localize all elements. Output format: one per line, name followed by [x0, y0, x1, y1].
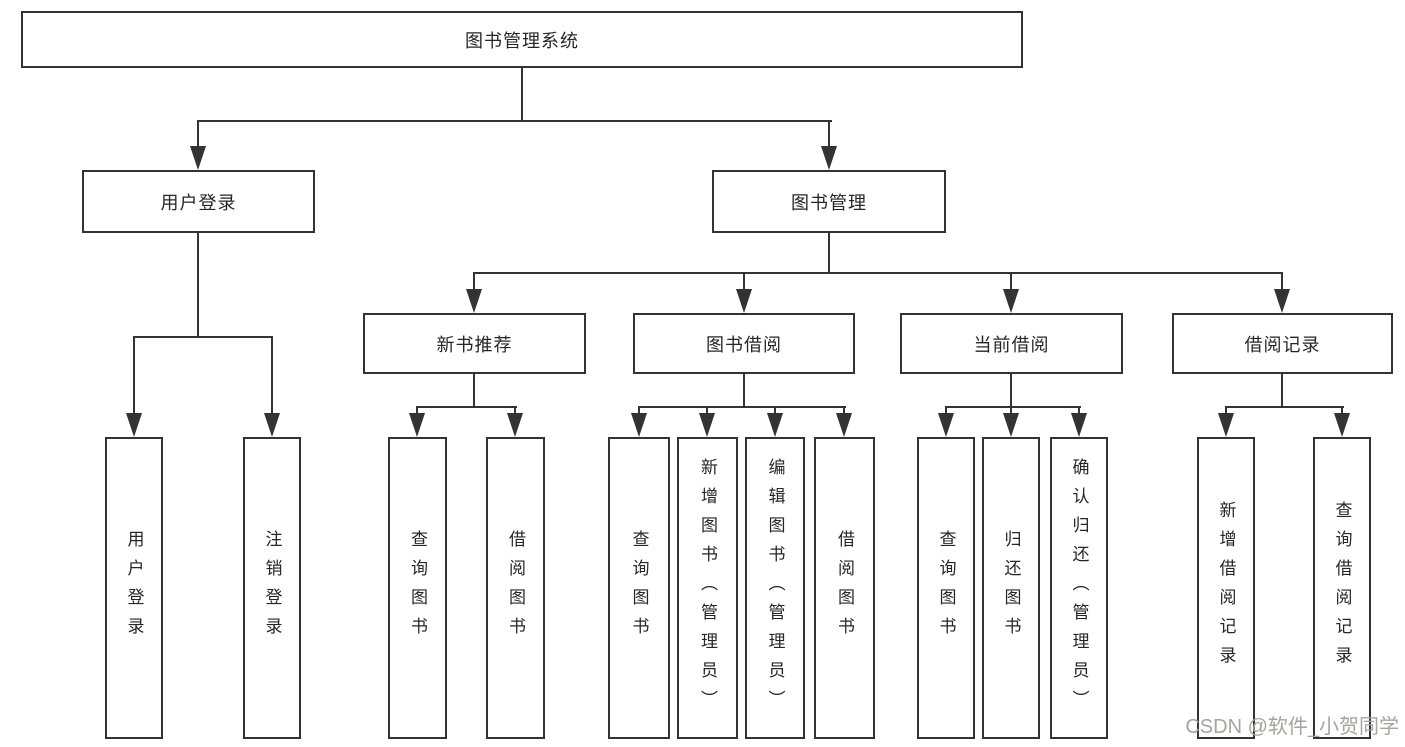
arrowhead [1274, 289, 1290, 313]
node-label: 图书借阅 [706, 334, 782, 355]
connector-leaf-stem [1225, 406, 1227, 415]
node-label: 新书推荐 [436, 334, 513, 355]
connector-l3-stem [1010, 272, 1012, 291]
connector-leaf-stem [271, 336, 273, 415]
node-book-borrow: 图书借阅 [633, 313, 855, 374]
connector-records-drop [1281, 374, 1283, 408]
node-label: 查询图书 [629, 530, 649, 646]
connector-l3-stem [473, 272, 475, 291]
leaf-edit-book-admin: 编辑图书（管理员） [745, 437, 805, 739]
connector-leaf-stem [1010, 406, 1012, 415]
node-label: 用户登录 [124, 530, 144, 646]
leaf-logout: 注销登录 [243, 437, 301, 739]
connector-leaf-stem [706, 406, 708, 415]
node-label: 查询图书 [936, 530, 956, 646]
node-label: 新增图书（管理员） [698, 457, 717, 719]
connector-root-drop [521, 68, 523, 122]
node-user-login: 用户登录 [82, 170, 315, 233]
arrowhead [264, 413, 280, 437]
arrowhead [507, 413, 523, 437]
connector-leaf-stem [1078, 406, 1080, 415]
node-label: 图书管理 [791, 192, 867, 213]
arrowhead [1218, 413, 1234, 437]
arrowhead [190, 146, 206, 170]
arrowhead [409, 413, 425, 437]
leaf-add-book-admin: 新增图书（管理员） [677, 437, 738, 739]
node-book-management: 图书管理 [712, 170, 946, 233]
connector-login-bar [133, 336, 273, 338]
node-label: 图书管理系统 [465, 30, 579, 51]
arrowhead [466, 289, 482, 313]
connector-current-bar [945, 406, 1081, 408]
arrowhead [736, 289, 752, 313]
leaf-return-book: 归还图书 [982, 437, 1040, 739]
connector-leaf-stem [514, 406, 516, 415]
connector-leaf-stem [416, 406, 418, 415]
node-new-book-recommend: 新书推荐 [363, 313, 586, 374]
node-root-system: 图书管理系统 [21, 11, 1023, 68]
connector-leaf-stem [774, 406, 776, 415]
leaf-borrow-book-recommend: 借阅图书 [486, 437, 545, 739]
node-borrow-records: 借阅记录 [1172, 313, 1393, 374]
leaf-borrow-book: 借阅图书 [814, 437, 875, 739]
leaf-query-book-recommend: 查询图书 [388, 437, 447, 739]
node-label: 新增借阅记录 [1216, 501, 1236, 675]
node-label: 注销登录 [262, 530, 282, 646]
node-label: 查询借阅记录 [1332, 501, 1352, 675]
connector-records-bar [1225, 406, 1344, 408]
arrowhead [699, 413, 715, 437]
leaf-add-borrow-record: 新增借阅记录 [1197, 437, 1255, 739]
arrowhead [631, 413, 647, 437]
arrowhead [1003, 413, 1019, 437]
connector-recommend-bar [416, 406, 517, 408]
arrowhead [836, 413, 852, 437]
node-label: 借阅记录 [1244, 334, 1321, 355]
node-label: 归还图书 [1001, 530, 1021, 646]
connector-login-stem [197, 120, 199, 148]
node-label: 确认归还（管理员） [1069, 457, 1089, 719]
arrowhead [1071, 413, 1087, 437]
arrowhead [1334, 413, 1350, 437]
leaf-confirm-return-admin: 确认归还（管理员） [1050, 437, 1108, 739]
node-label: 借阅图书 [835, 530, 854, 646]
connector-l3-stem [743, 272, 745, 291]
connector-l3-stem [1281, 272, 1283, 291]
leaf-query-borrow-record: 查询借阅记录 [1313, 437, 1371, 739]
node-label: 借阅图书 [506, 530, 525, 646]
node-label: 当前借阅 [973, 334, 1050, 355]
leaf-query-book-current: 查询图书 [917, 437, 975, 739]
connector-level3-bar [473, 272, 1283, 274]
connector-current-drop [1010, 374, 1012, 408]
leaf-query-book-borrow: 查询图书 [608, 437, 670, 739]
node-label: 查询图书 [408, 530, 427, 646]
arrowhead [938, 413, 954, 437]
connector-mgmt-drop [828, 233, 830, 274]
connector-borrow-bar [638, 406, 846, 408]
node-label: 用户登录 [160, 192, 237, 213]
node-label: 编辑图书（管理员） [765, 457, 785, 719]
csdn-watermark: CSDN @软件_小贺同学 [1185, 716, 1399, 738]
connector-recommend-drop [473, 374, 475, 408]
arrowhead [767, 413, 783, 437]
connector-leaf-stem [945, 406, 947, 415]
arrowhead [1003, 289, 1019, 313]
node-current-borrow: 当前借阅 [900, 313, 1123, 374]
connector-borrow-drop [743, 374, 745, 408]
connector-level2-bar [197, 120, 832, 122]
leaf-user-login: 用户登录 [105, 437, 163, 739]
connector-leaf-stem [133, 336, 135, 415]
connector-leaf-stem [638, 406, 640, 415]
connector-leaf-stem [843, 406, 845, 415]
arrowhead [126, 413, 142, 437]
arrowhead [821, 146, 837, 170]
connector-leaf-stem [1341, 406, 1343, 415]
connector-login-drop [197, 233, 199, 338]
connector-mgmt-stem [828, 120, 830, 148]
